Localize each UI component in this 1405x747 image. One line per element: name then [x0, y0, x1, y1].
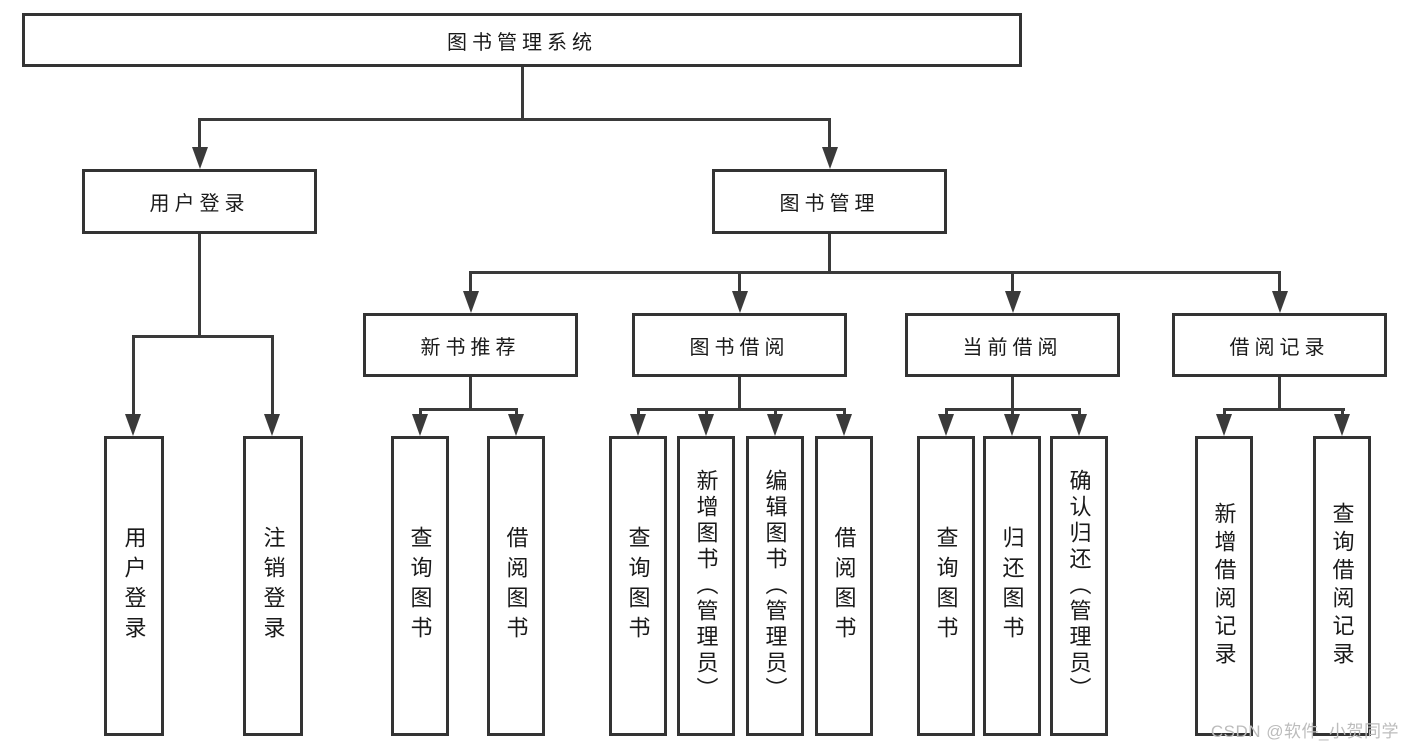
- connector-mgmt-trunk: [828, 234, 831, 272]
- leaf-current-return-books: 归还图书: [983, 436, 1041, 736]
- node-user-login: 用户登录: [82, 169, 317, 234]
- node-label: 新书推荐: [420, 336, 521, 359]
- connector-trunk: [469, 377, 472, 410]
- leaf-user-login: 用户登录: [104, 436, 164, 736]
- connector-branch: [418, 407, 518, 411]
- connector-arrow-stem: [944, 407, 948, 418]
- leaf-label: 确认归还（管理员）: [1066, 469, 1092, 703]
- watermark-text: CSDN @软件_小贺同学: [1210, 722, 1399, 741]
- leaf-borrow-add-books-admin: 新增图书（管理员）: [677, 436, 735, 736]
- connector-user-branch: [131, 334, 274, 338]
- connector-root-trunk: [520, 67, 524, 119]
- arrow-down-icon: [938, 414, 954, 436]
- node-label: 借阅记录: [1229, 336, 1330, 359]
- connector-mgmt-branch: [469, 270, 1281, 274]
- connector-arrow-stem: [842, 407, 846, 418]
- node-new-book-recommendation: 新书推荐: [363, 313, 578, 377]
- leaf-label: 查询图书: [625, 526, 651, 646]
- connector-arrow-stem: [704, 407, 708, 418]
- leaf-label: 归还图书: [999, 526, 1025, 646]
- connector-branch: [1222, 407, 1345, 411]
- leaf-label: 注销登录: [260, 526, 286, 646]
- leaf-label: 编辑图书（管理员）: [762, 469, 788, 703]
- arrow-down-icon: [731, 291, 748, 313]
- connector-arrow-stem: [738, 272, 741, 294]
- node-label: 当前借阅: [962, 336, 1063, 359]
- node-book-management: 图书管理: [712, 169, 947, 234]
- connector-arrow-stem: [418, 407, 422, 418]
- connector-trunk: [738, 377, 741, 410]
- leaf-borrow-query-books: 查询图书: [609, 436, 667, 736]
- node-root: 图书管理系统: [22, 13, 1022, 67]
- connector-arrow-stem: [514, 407, 518, 418]
- leaf-records-query-record: 查询借阅记录: [1313, 436, 1371, 736]
- node-current-borrowing: 当前借阅: [905, 313, 1120, 377]
- arrow-down-icon: [264, 414, 280, 436]
- leaf-records-add-record: 新增借阅记录: [1195, 436, 1253, 736]
- connector-arrow-stem: [773, 407, 777, 418]
- arrow-down-icon: [462, 291, 479, 313]
- arrow-down-icon: [767, 414, 783, 436]
- arrow-down-icon: [1271, 291, 1288, 313]
- node-borrowing-records: 借阅记录: [1172, 313, 1387, 377]
- arrow-down-icon: [125, 414, 141, 436]
- node-label: 图书借阅: [689, 336, 790, 359]
- leaf-label: 新增图书（管理员）: [693, 469, 719, 703]
- connector-level1-branch: [198, 117, 831, 121]
- connector-arrow-stem: [1010, 407, 1014, 418]
- node-label: 用户登录: [149, 193, 250, 215]
- arrow-down-icon: [836, 414, 852, 436]
- connector-arrow-stem: [1011, 272, 1014, 294]
- node-book-borrowing: 图书借阅: [632, 313, 847, 377]
- connector-arrow-stem: [636, 407, 640, 418]
- leaf-logout: 注销登录: [243, 436, 303, 736]
- leaf-current-confirm-return-admin: 确认归还（管理员）: [1050, 436, 1108, 736]
- leaf-recommend-query-books: 查询图书: [391, 436, 449, 736]
- leaf-label: 借阅图书: [831, 526, 857, 646]
- arrow-down-icon: [821, 147, 838, 169]
- arrow-down-icon: [191, 147, 208, 169]
- arrow-down-icon: [1004, 414, 1020, 436]
- connector-arrow-stem: [1278, 272, 1281, 294]
- arrow-down-icon: [1216, 414, 1232, 436]
- connector-arrow-stem: [828, 119, 831, 150]
- node-label: 图书管理系统: [447, 31, 597, 54]
- connector-arrow-stem: [469, 272, 472, 294]
- connector-arrow-stem: [270, 336, 274, 419]
- connector-arrow-stem: [1222, 407, 1226, 418]
- leaf-label: 新增借阅记录: [1211, 502, 1237, 670]
- connector-trunk: [1278, 377, 1281, 410]
- arrow-down-icon: [1004, 291, 1021, 313]
- leaf-label: 借阅图书: [503, 526, 529, 646]
- connector-arrow-stem: [1077, 407, 1081, 418]
- node-label: 图书管理: [779, 193, 880, 215]
- leaf-label: 查询图书: [933, 526, 959, 646]
- leaf-borrow-edit-books-admin: 编辑图书（管理员）: [746, 436, 804, 736]
- connector-arrow-stem: [198, 119, 201, 150]
- leaf-current-query-books: 查询图书: [917, 436, 975, 736]
- leaf-label: 用户登录: [121, 526, 147, 646]
- arrow-down-icon: [698, 414, 714, 436]
- arrow-down-icon: [1334, 414, 1350, 436]
- arrow-down-icon: [630, 414, 646, 436]
- connector-branch: [636, 407, 846, 411]
- connector-arrow-stem: [1340, 407, 1344, 418]
- leaf-recommend-borrow-books: 借阅图书: [487, 436, 545, 736]
- leaf-label: 查询借阅记录: [1329, 502, 1355, 670]
- arrow-down-icon: [508, 414, 524, 436]
- arrow-down-icon: [1071, 414, 1087, 436]
- leaf-borrow-borrow-books: 借阅图书: [815, 436, 873, 736]
- connector-trunk: [1011, 377, 1014, 410]
- connector-user-trunk: [198, 234, 201, 336]
- leaf-label: 查询图书: [407, 526, 433, 646]
- arrow-down-icon: [412, 414, 428, 436]
- connector-arrow-stem: [131, 336, 135, 419]
